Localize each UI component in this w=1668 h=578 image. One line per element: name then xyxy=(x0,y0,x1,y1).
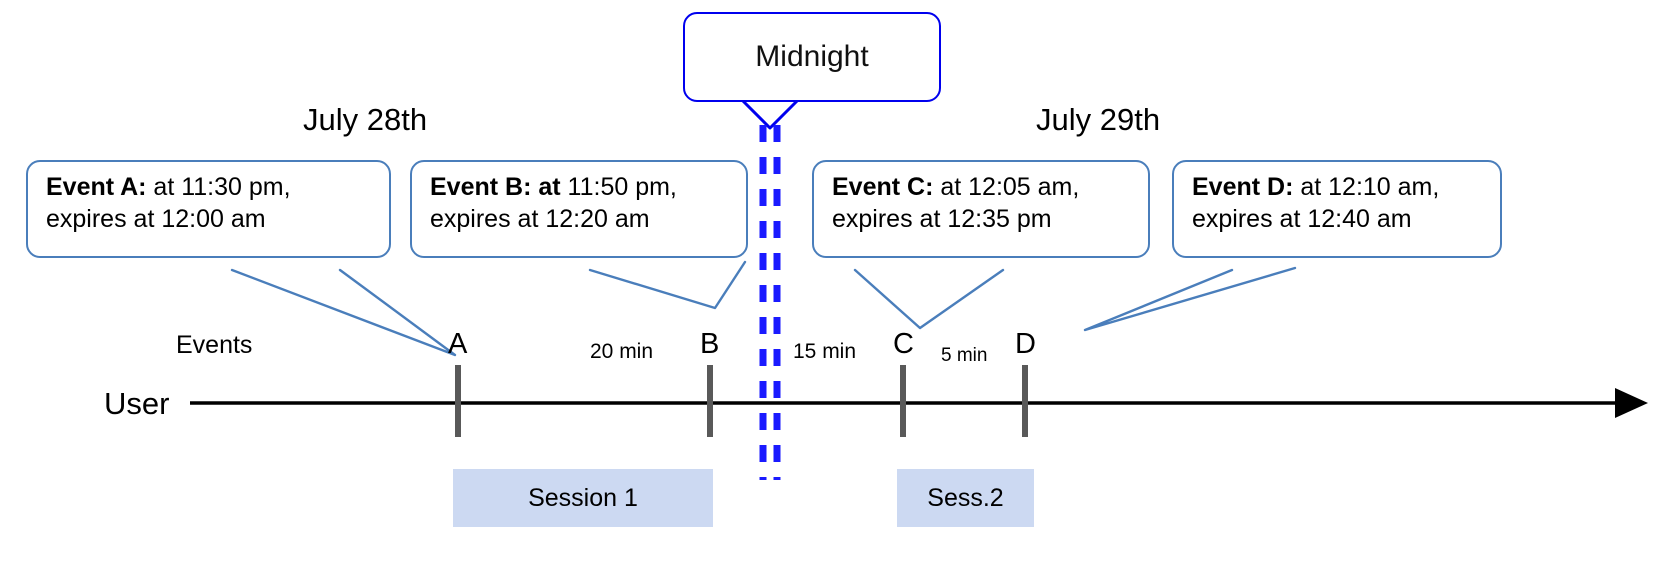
event-callout-b-line1-rest: 11:50 pm, xyxy=(560,173,677,201)
date-label-july-29: July 29th xyxy=(1036,102,1160,138)
session-block-1-label: Session 1 xyxy=(528,483,638,512)
date-label-july-28-text: July 28th xyxy=(303,102,428,137)
event-callout-c-line1-rest: at 12:05 am, xyxy=(933,173,1080,201)
marker-label-c: C xyxy=(893,328,914,361)
event-d-leader-line xyxy=(1083,266,1297,332)
gap-label-15-min: 15 min xyxy=(793,340,856,364)
event-callout-d-title: Event D: xyxy=(1192,173,1294,201)
event-callout-d-line1: Event D: at 12:10 am, xyxy=(1192,172,1486,204)
event-b-leader-line xyxy=(588,260,747,310)
user-row-label-text: User xyxy=(104,386,170,421)
timeline-arrowhead xyxy=(1615,388,1648,418)
marker-label-d: D xyxy=(1015,328,1036,361)
event-a-leader-line xyxy=(230,268,457,357)
events-row-label: Events xyxy=(176,331,252,360)
gap-label-20-min: 20 min xyxy=(590,340,653,364)
event-callout-c-line2: expires at 12:35 pm xyxy=(832,204,1052,233)
gap-label-20-min-text: 20 min xyxy=(590,340,654,363)
midnight-callout-tail xyxy=(738,96,802,130)
gap-label-15-min-text: 15 min xyxy=(793,340,857,363)
event-callout-b-title: Event B: xyxy=(430,173,532,201)
event-c-leader-line xyxy=(853,268,1005,330)
midnight-callout-label: Midnight xyxy=(755,40,869,73)
event-callout-a-line1-rest: at 11:30 pm, xyxy=(146,173,291,201)
event-callout-a: Event A: at 11:30 pm, expires at 12:00 a… xyxy=(26,160,391,258)
event-callout-d: Event D: at 12:10 am, expires at 12:40 a… xyxy=(1172,160,1502,258)
marker-label-d-text: D xyxy=(1015,328,1036,360)
event-callout-d-line2: expires at 12:40 am xyxy=(1192,204,1412,233)
event-callout-a-line2: expires at 12:00 am xyxy=(46,204,266,233)
midnight-callout: Midnight xyxy=(683,12,941,102)
session-block-2-label: Sess.2 xyxy=(927,483,1004,512)
gap-label-5-min-text: 5 min xyxy=(941,345,988,366)
event-callout-a-line1: Event A: at 11:30 pm, xyxy=(46,172,375,204)
event-callout-c-line1: Event C: at 12:05 am, xyxy=(832,172,1134,204)
date-label-july-29-text: July 29th xyxy=(1036,102,1161,137)
event-callout-b-line2: expires at 12:20 am xyxy=(430,204,650,233)
session-block-1: Session 1 xyxy=(453,469,713,527)
events-row-label-text: Events xyxy=(176,331,253,359)
gap-label-5-min: 5 min xyxy=(941,345,987,367)
event-callout-a-title: Event A: xyxy=(46,173,147,201)
event-callout-d-line1-rest: at 12:10 am, xyxy=(1293,173,1440,201)
user-row-label: User xyxy=(104,386,169,422)
date-label-july-28: July 28th xyxy=(303,102,427,138)
marker-label-b: B xyxy=(700,328,719,361)
event-callout-c-title: Event C: xyxy=(832,173,934,201)
event-callout-b: Event B: at 11:50 pm, expires at 12:20 a… xyxy=(410,160,748,258)
event-callout-b-title-extra: at xyxy=(531,173,561,201)
marker-label-a: A xyxy=(448,328,467,361)
event-callout-c: Event C: at 12:05 am, expires at 12:35 p… xyxy=(812,160,1150,258)
marker-label-c-text: C xyxy=(893,328,914,360)
session-block-2: Sess.2 xyxy=(897,469,1034,527)
marker-label-b-text: B xyxy=(700,328,720,360)
marker-label-a-text: A xyxy=(448,328,468,360)
event-callout-b-line1: Event B: at 11:50 pm, xyxy=(430,172,732,204)
